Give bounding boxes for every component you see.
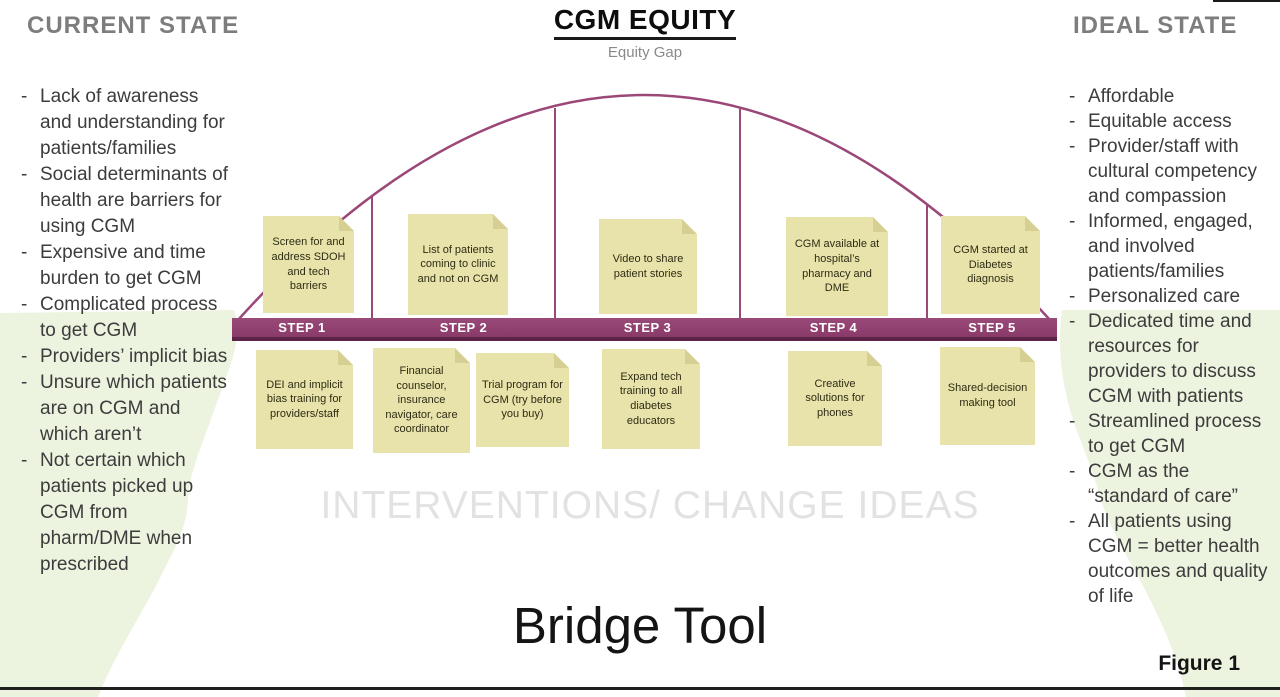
sticky-note-bottom-1: DEI and implicit bias training for provi… [256,350,353,449]
ideal-state-list: Affordable Equitable access Provider/sta… [1066,84,1272,609]
current-state-item: Lack of awareness and understanding for … [18,84,232,162]
watermark-text: INTERVENTIONS/ CHANGE IDEAS [320,484,980,527]
sticky-note-bottom-5: Creative solutions for phones [788,351,882,446]
sticky-note-top-3: Video to share patient stories [599,219,697,314]
step-4-label: STEP 4 [809,320,858,335]
sticky-note-bottom-4: Expand tech training to all diabetes edu… [602,349,700,449]
bottom-border-line [0,687,1280,690]
ideal-state-item: Equitable access [1066,109,1272,134]
step-3-label: STEP 3 [623,320,672,335]
ideal-state-item: Dedicated time and resources for provide… [1066,309,1272,409]
ideal-state-heading: IDEAL STATE [1073,12,1238,39]
current-state-item: Expensive and time burden to get CGM [18,240,232,292]
page-title: CGM EQUITY [553,4,737,40]
sticky-note-bottom-6: Shared-decision making tool [940,347,1035,445]
step-2-label: STEP 2 [439,320,488,335]
bridge-arch-curve [237,93,1051,321]
ideal-state-item: Informed, engaged, and involved patients… [1066,209,1272,284]
sticky-note-top-1: Screen for and address SDOH and tech bar… [263,216,354,313]
sticky-note-top-5: CGM started at Diabetes diagnosis [941,216,1040,314]
current-state-item: Not certain which patients picked up CGM… [18,448,232,578]
ideal-state-item: Affordable [1066,84,1272,109]
bridge-tool-title: Bridge Tool [512,597,768,654]
ideal-state-item: All patients using CGM = better health o… [1066,509,1272,609]
sticky-note-bottom-2: Financial counselor, insurance navigator… [373,348,470,453]
sticky-note-top-4: CGM available at hospital’s pharmacy and… [786,217,888,316]
ideal-state-item: Provider/staff with cultural competency … [1066,134,1272,209]
ideal-state-item: CGM as the “standard of care” [1066,459,1272,509]
step-5-label: STEP 5 [968,320,1016,335]
current-state-item: Complicated process to get CGM [18,292,232,344]
ideal-state-item: Personalized care [1066,284,1272,309]
sticky-note-top-2: List of patients coming to clinic and no… [408,214,508,315]
current-state-item: Unsure which patients are on CGM and whi… [18,370,232,448]
step-1-label: STEP 1 [278,320,326,335]
figure-caption: Figure 1 [1158,652,1240,675]
title-block: CGM EQUITY Equity Gap [490,4,800,61]
step-bar: STEP 1 STEP 2 STEP 3 STEP 4 STEP 5 [232,318,1057,341]
ideal-state-item: Streamlined process to get CGM [1066,409,1272,459]
top-right-border-line [1213,0,1280,2]
current-state-heading: CURRENT STATE [27,12,240,39]
sticky-note-bottom-3: Trial program for CGM (try before you bu… [476,353,569,447]
page-subtitle: Equity Gap [607,44,683,61]
current-state-item: Providers’ implicit bias [18,344,232,370]
current-state-list: Lack of awareness and understanding for … [18,84,232,578]
current-state-item: Social determinants of health are barrie… [18,162,232,240]
